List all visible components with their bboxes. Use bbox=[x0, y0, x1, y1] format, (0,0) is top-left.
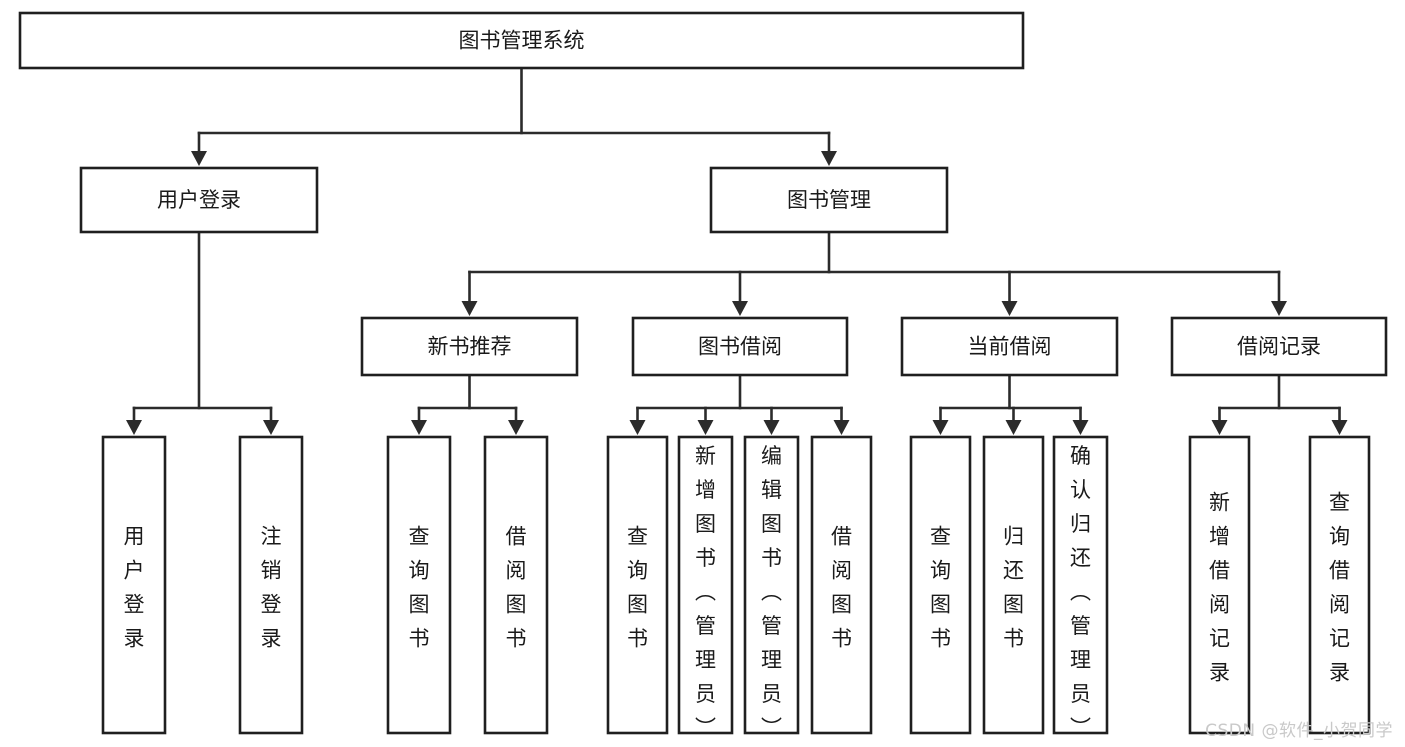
borrow-record-branch-to-leaf-query-borrow-record-arrowhead bbox=[1331, 420, 1348, 435]
node-leaf-query-book-current[interactable]: 查询图书 bbox=[909, 435, 972, 735]
node-label-leaf-user-login: 用户登录 bbox=[124, 525, 145, 651]
node-label-book-borrow: 图书借阅 bbox=[698, 335, 782, 359]
node-box-leaf-query-book-current bbox=[909, 435, 972, 735]
node-leaf-logout-login[interactable]: 注销登录 bbox=[238, 435, 304, 735]
node-leaf-borrow-book-recommend[interactable]: 借阅图书 bbox=[483, 435, 549, 735]
current-borrow-branch-to-leaf-query-book-current-arrowhead bbox=[932, 420, 949, 435]
node-label-borrow-record: 借阅记录 bbox=[1237, 335, 1321, 359]
node-box-user-login bbox=[79, 166, 319, 234]
userlogin-branch-to-leaf-user-login-arrowhead bbox=[126, 420, 142, 435]
node-leaf-confirm-return-admin[interactable]: 确认归还︵管理员︶ bbox=[1052, 435, 1109, 740]
node-box-book-management bbox=[709, 166, 949, 234]
node-label-leaf-borrow-book-recommend: 借阅图书 bbox=[506, 525, 527, 651]
node-box-leaf-confirm-return-admin bbox=[1052, 435, 1109, 735]
node-leaf-return-book[interactable]: 归还图书 bbox=[982, 435, 1045, 735]
node-leaf-add-book-admin[interactable]: 新增图书︵管理员︶ bbox=[677, 435, 734, 740]
node-book-management[interactable]: 图书管理 bbox=[709, 166, 949, 234]
node-label-new-book-recommend: 新书推荐 bbox=[428, 335, 512, 359]
node-label-leaf-edit-book-admin: 编辑图书︵管理员︶ bbox=[761, 444, 782, 740]
node-root[interactable]: 图书管理系统 bbox=[18, 11, 1025, 70]
book-borrow-branch-to-leaf-edit-book-admin-arrowhead bbox=[763, 420, 780, 435]
node-label-leaf-query-borrow-record: 查询借阅记录 bbox=[1329, 491, 1350, 685]
node-label-leaf-query-book-borrow: 查询图书 bbox=[627, 525, 648, 651]
book-borrow-branch-to-leaf-query-book-borrow-arrowhead bbox=[629, 420, 646, 435]
root-branch-to-user-login-arrowhead bbox=[191, 151, 207, 166]
node-current-borrow[interactable]: 当前借阅 bbox=[900, 316, 1119, 377]
node-box-leaf-edit-book-admin bbox=[743, 435, 800, 735]
current-borrow-branch-to-leaf-confirm-return-admin-arrowhead bbox=[1072, 420, 1089, 435]
node-label-leaf-confirm-return-admin: 确认归还︵管理员︶ bbox=[1070, 444, 1091, 740]
node-label-leaf-add-borrow-record: 新增借阅记录 bbox=[1209, 491, 1230, 685]
book-borrow-branch-to-leaf-borrow-book-arrowhead bbox=[833, 420, 850, 435]
bookmgmt-branch-to-current-borrow-arrowhead bbox=[1001, 301, 1018, 316]
node-box-leaf-borrow-book bbox=[810, 435, 873, 735]
node-box-leaf-return-book bbox=[982, 435, 1045, 735]
book-borrow-branch-to-leaf-add-book-admin-arrowhead bbox=[697, 420, 714, 435]
node-label-leaf-add-book-admin: 新增图书︵管理员︶ bbox=[695, 444, 716, 740]
node-label-user-login: 用户登录 bbox=[157, 188, 241, 212]
current-borrow-branch-to-leaf-return-book-arrowhead bbox=[1005, 420, 1022, 435]
node-leaf-user-login[interactable]: 用户登录 bbox=[101, 435, 167, 735]
node-leaf-query-book-borrow[interactable]: 查询图书 bbox=[606, 435, 669, 735]
node-user-login[interactable]: 用户登录 bbox=[79, 166, 319, 234]
node-leaf-query-book-recommend[interactable]: 查询图书 bbox=[386, 435, 452, 735]
node-layer: 图书管理系统用户登录图书管理新书推荐图书借阅当前借阅借阅记录用户登录注销登录查询… bbox=[18, 11, 1388, 740]
node-label-leaf-return-book: 归还图书 bbox=[1003, 525, 1024, 651]
node-box-leaf-query-book-borrow bbox=[606, 435, 669, 735]
node-box-leaf-query-book-recommend bbox=[386, 435, 452, 735]
node-label-leaf-borrow-book: 借阅图书 bbox=[831, 525, 852, 651]
node-leaf-borrow-book[interactable]: 借阅图书 bbox=[810, 435, 873, 735]
node-box-current-borrow bbox=[900, 316, 1119, 377]
node-box-leaf-add-book-admin bbox=[677, 435, 734, 735]
node-box-new-book-recommend bbox=[360, 316, 579, 377]
node-label-leaf-query-book-current: 查询图书 bbox=[930, 525, 951, 651]
node-box-leaf-add-borrow-record bbox=[1188, 435, 1251, 735]
node-leaf-edit-book-admin[interactable]: 编辑图书︵管理员︶ bbox=[743, 435, 800, 740]
node-box-leaf-query-borrow-record bbox=[1308, 435, 1371, 735]
bookmgmt-branch-to-new-book-recommend-arrowhead bbox=[461, 301, 478, 316]
new-book-recommend-branch-to-leaf-borrow-book-recommend-arrowhead bbox=[508, 420, 524, 435]
bookmgmt-branch-to-book-borrow-arrowhead bbox=[732, 301, 748, 316]
node-leaf-query-borrow-record[interactable]: 查询借阅记录 bbox=[1308, 435, 1371, 735]
node-new-book-recommend[interactable]: 新书推荐 bbox=[360, 316, 579, 377]
watermark: CSDN @软件_小贺同学 bbox=[1205, 721, 1393, 741]
node-label-root: 图书管理系统 bbox=[459, 29, 585, 53]
node-label-leaf-logout-login: 注销登录 bbox=[261, 525, 282, 651]
new-book-recommend-branch-to-leaf-query-book-recommend-arrowhead bbox=[411, 420, 427, 435]
node-label-leaf-query-book-recommend: 查询图书 bbox=[409, 525, 430, 651]
node-label-current-borrow: 当前借阅 bbox=[968, 335, 1052, 359]
node-label-book-management: 图书管理 bbox=[787, 188, 871, 212]
node-box-leaf-borrow-book-recommend bbox=[483, 435, 549, 735]
root-branch-to-book-management-arrowhead bbox=[821, 151, 837, 166]
node-leaf-add-borrow-record[interactable]: 新增借阅记录 bbox=[1188, 435, 1251, 735]
node-box-borrow-record bbox=[1170, 316, 1388, 377]
node-borrow-record[interactable]: 借阅记录 bbox=[1170, 316, 1388, 377]
userlogin-branch-to-leaf-logout-login-arrowhead bbox=[263, 420, 279, 435]
node-box-root bbox=[18, 11, 1025, 70]
node-book-borrow[interactable]: 图书借阅 bbox=[631, 316, 849, 377]
borrow-record-branch-to-leaf-add-borrow-record-arrowhead bbox=[1211, 420, 1228, 435]
node-box-book-borrow bbox=[631, 316, 849, 377]
connector-layer bbox=[126, 66, 1348, 435]
node-box-leaf-user-login bbox=[101, 435, 167, 735]
bookmgmt-branch-to-borrow-record-arrowhead bbox=[1271, 301, 1287, 316]
node-box-leaf-logout-login bbox=[238, 435, 304, 735]
